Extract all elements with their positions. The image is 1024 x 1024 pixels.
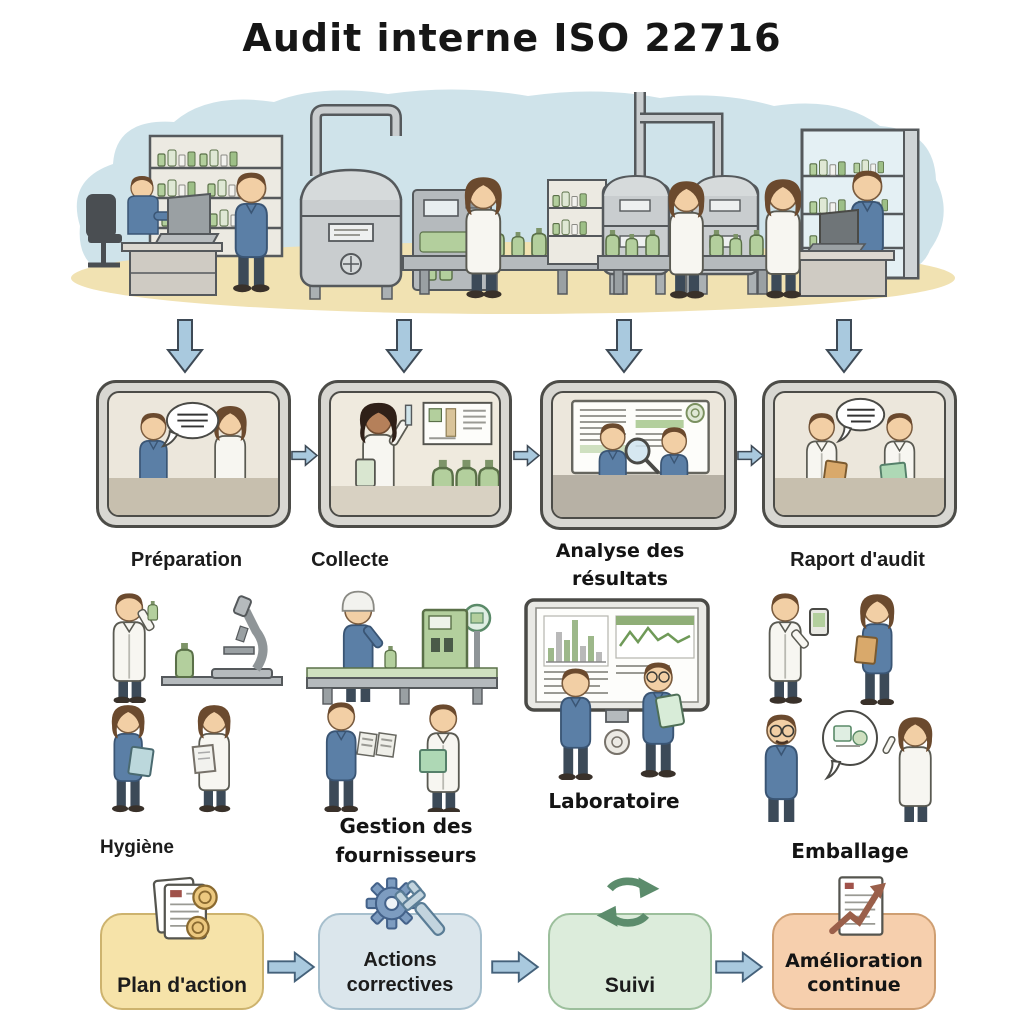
lab-monitor-charts-scene	[524, 598, 710, 780]
right-arrow	[267, 950, 316, 984]
right-arrow	[513, 445, 540, 466]
reception-counter	[791, 208, 895, 297]
area-label-laboratoire: Laboratoire	[548, 789, 680, 813]
cycle-arrows-icon	[596, 877, 660, 927]
step-label-collecte: Collecte	[311, 549, 389, 571]
flow-label-plan: Plan d'action	[117, 974, 247, 997]
right-arrow	[737, 445, 764, 466]
panel-analyse	[540, 380, 737, 530]
document-review-scene	[110, 704, 232, 813]
line-chart	[615, 615, 695, 659]
panel-raport	[762, 380, 957, 528]
down-arrow	[165, 319, 205, 374]
area-label-emballage: Emballage	[791, 839, 909, 863]
panel-collecte	[318, 380, 512, 528]
down-arrow	[824, 319, 864, 374]
flow-box-actions-correctives: Actions correctives	[318, 913, 482, 1010]
right-arrow	[491, 950, 540, 984]
labeling-discussion-scene	[762, 710, 934, 822]
supplier-records-scene	[323, 701, 461, 812]
step-label-raport: Raport d'audit	[790, 549, 925, 571]
flow-label-amelioration: Amélioration continue	[785, 949, 923, 997]
step-label-analyse: Analyse des résultats	[555, 540, 685, 590]
auditors-interview-scene	[136, 401, 248, 515]
packaging-device-scene	[768, 592, 896, 705]
right-arrow	[715, 950, 764, 984]
right-arrow	[291, 445, 318, 466]
office-desk-area	[86, 176, 223, 296]
audit-report-discussion-scene	[806, 397, 917, 515]
step-label-preparation: Préparation	[130, 549, 243, 571]
panel-preparation	[96, 380, 291, 528]
down-arrow	[604, 319, 644, 374]
mixing-tank-large	[299, 104, 403, 300]
action-plan-documents-icon	[152, 876, 218, 940]
down-arrow	[384, 319, 424, 374]
gear-wrench-icon	[365, 877, 446, 936]
microscope-inspection-scene	[112, 592, 283, 703]
area-label-fournisseurs: Gestion des fournisseurs	[335, 814, 477, 867]
shelf-unit-middle	[547, 179, 607, 265]
production-line-worker-scene	[306, 590, 498, 705]
flow-box-suivi: Suivi	[548, 913, 712, 1010]
page-title: Audit interne ISO 22716	[242, 16, 782, 60]
factory-audit-scene	[71, 89, 955, 314]
microscope-icon	[211, 595, 273, 679]
area-label-hygiene: Hygiène	[100, 837, 174, 858]
rising-chart-document-icon	[829, 876, 886, 936]
flow-label-actions: Actions correctives	[346, 949, 454, 996]
bar-chart	[543, 615, 609, 667]
flow-label-suivi: Suivi	[604, 974, 656, 997]
